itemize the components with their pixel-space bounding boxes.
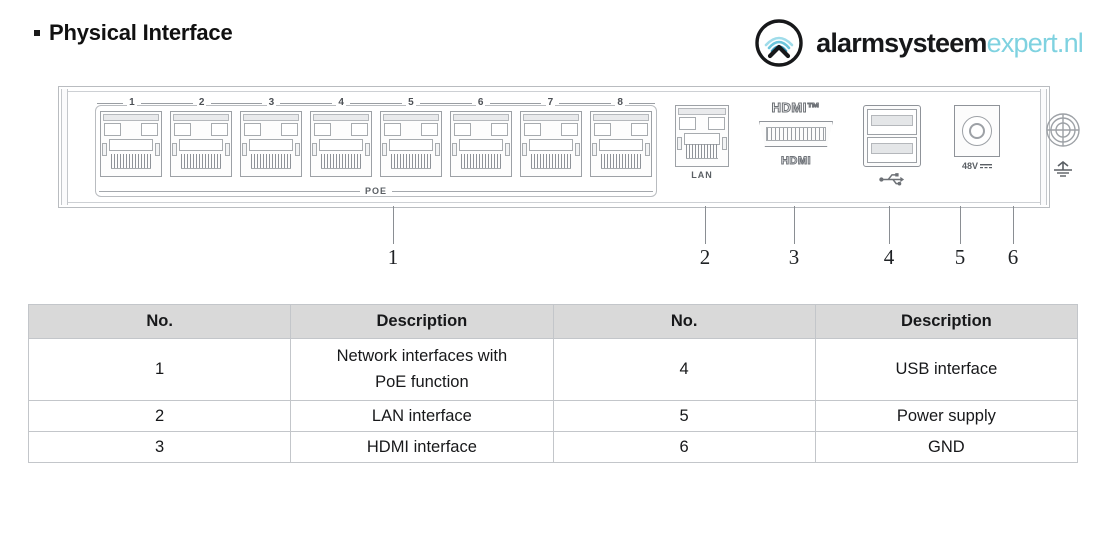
callout-number: 5	[954, 245, 966, 269]
column-header-desc-right: Description	[814, 304, 1079, 339]
ground-connector	[1035, 105, 1091, 182]
poe-group-caption: POE	[99, 185, 654, 197]
cell-no-left: 2	[27, 400, 292, 432]
power-connector: 48V	[947, 105, 1007, 171]
poe-port-list	[100, 111, 652, 179]
poe-port-number: 2	[166, 98, 237, 108]
interface-table: No. Description No. Description 1 Networ…	[27, 304, 1079, 463]
brand-name-primary: alarmsysteem	[816, 27, 987, 58]
cell-no-right: 4	[552, 338, 816, 401]
cell-desc-right: GND	[814, 431, 1079, 463]
caption-rule-left	[99, 190, 360, 192]
dc-current-symbol-icon	[980, 163, 992, 168]
callout-number: 6	[1007, 245, 1019, 269]
usb-port-icon	[867, 109, 917, 135]
cell-no-left: 1	[27, 338, 292, 401]
poe-port-number: 7	[515, 98, 586, 108]
rj45-port-icon	[170, 111, 232, 177]
rj45-port-icon	[675, 105, 729, 167]
lan-label: LAN	[691, 170, 713, 180]
cell-desc-left: HDMI interface	[290, 431, 554, 463]
device-illustration: 1 2 3 4 5 6 7 8	[0, 82, 1107, 282]
usb-trident-icon	[879, 173, 905, 186]
table-row: 1 Network interfaces with PoE function 4…	[27, 338, 1079, 401]
cell-no-right: 5	[552, 400, 816, 432]
callout-leader-line	[959, 206, 961, 244]
poe-caption-text: POE	[365, 185, 388, 196]
table-row: 3 HDMI interface 6 GND	[27, 431, 1079, 463]
callout-group: 1 2 3 4 5 6	[0, 206, 1107, 282]
cell-desc-right: USB interface	[814, 338, 1079, 401]
hdmi-port-icon	[759, 121, 833, 147]
brand-name-secondary: expert.nl	[986, 27, 1084, 58]
rj45-port-icon	[590, 111, 652, 177]
device-left-rail	[61, 89, 68, 205]
signal-wave-circle-icon	[755, 19, 803, 67]
usb-port-icon	[867, 137, 917, 163]
brand-logo-text: alarmsysteemexpert.nl	[816, 27, 1084, 58]
cell-desc-left-line2: PoE function	[375, 372, 469, 391]
hdmi-connector: HDMI™ HDMI	[751, 101, 841, 167]
poe-port-number: 4	[306, 98, 376, 108]
poe-port-number-row: 1 2 3 4 5 6 7 8	[97, 96, 655, 110]
poe-port-number: 5	[376, 98, 446, 108]
hdmi-wordmark: HDMI™	[771, 100, 821, 115]
column-header-no-left: No.	[27, 304, 292, 339]
page-title-text: Physical Interface	[49, 20, 233, 45]
cell-no-right: 6	[552, 431, 816, 463]
callout-leader-line	[1012, 206, 1014, 244]
callout-leader-line	[793, 206, 795, 244]
interface-table-wrapper: No. Description No. Description 1 Networ…	[27, 304, 1079, 463]
poe-port-number: 3	[236, 98, 307, 108]
earth-ground-icon	[1054, 160, 1072, 177]
caption-rule-right	[392, 190, 654, 192]
poe-port-number: 1	[97, 98, 167, 108]
rj45-port-icon	[450, 111, 512, 177]
cell-desc-left: Network interfaces with PoE function	[290, 338, 554, 401]
callout-2: 2	[682, 206, 728, 268]
page-header: Physical Interface alarmsysteemexpert.nl	[0, 0, 1107, 82]
table-row: 2 LAN interface 5 Power supply	[27, 400, 1079, 432]
callout-3: 3	[771, 206, 817, 268]
device-rear-panel: 1 2 3 4 5 6 7 8	[58, 86, 1080, 208]
callout-4: 4	[866, 206, 912, 268]
brand-logo[interactable]: alarmsysteemexpert.nl	[754, 18, 1084, 68]
callout-leader-line	[888, 206, 890, 244]
callout-5: 5	[937, 206, 983, 268]
callout-6: 6	[990, 206, 1036, 268]
cell-desc-right: Power supply	[814, 400, 1079, 432]
cell-desc-left: LAN interface	[290, 400, 554, 432]
column-header-no-right: No.	[552, 304, 816, 339]
device-right-rail	[1040, 89, 1047, 205]
dc-power-jack-icon	[954, 105, 1000, 157]
poe-port-number: 6	[445, 98, 516, 108]
usb-port-stack	[863, 105, 921, 167]
lan-connector: LAN	[671, 105, 733, 180]
hdmi-label: HDMI	[780, 155, 812, 167]
page-title: Physical Interface	[34, 22, 233, 44]
rj45-port-icon	[100, 111, 162, 177]
callout-number: 4	[883, 245, 895, 269]
rj45-port-icon	[240, 111, 302, 177]
power-label-row: 48V	[947, 162, 1007, 171]
rj45-port-icon	[310, 111, 372, 177]
ground-screw-icon	[1046, 113, 1080, 147]
cell-no-left: 3	[27, 431, 292, 463]
callout-1: 1	[370, 206, 416, 268]
column-header-desc-left: Description	[290, 304, 554, 339]
callout-number: 1	[387, 245, 399, 269]
usb-connector	[859, 105, 925, 191]
callout-number: 2	[699, 245, 711, 269]
poe-port-number: 8	[585, 98, 655, 108]
callout-leader-line	[392, 206, 394, 244]
rj45-port-icon	[380, 111, 442, 177]
callout-leader-line	[704, 206, 706, 244]
poe-port-group	[95, 105, 657, 197]
table-header-row: No. Description No. Description	[27, 304, 1079, 339]
callout-number: 3	[788, 245, 800, 269]
power-voltage-label: 48V	[961, 161, 978, 171]
cell-desc-left-line1: Network interfaces with	[336, 346, 508, 365]
square-bullet-icon	[34, 30, 40, 36]
rj45-port-icon	[520, 111, 582, 177]
